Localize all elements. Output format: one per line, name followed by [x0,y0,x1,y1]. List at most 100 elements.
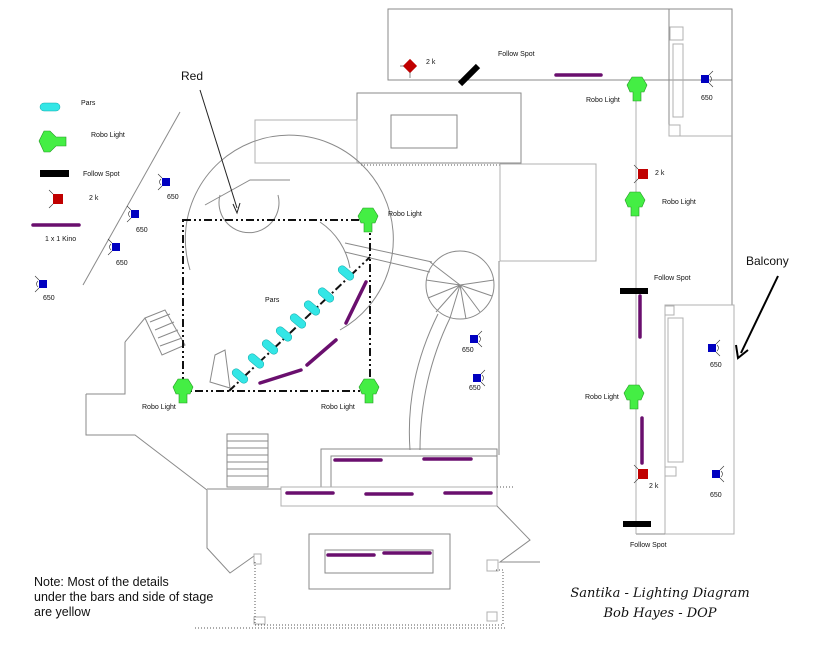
note-line: under the bars and side of stage [34,590,214,604]
650-label: 650 [462,347,474,354]
robo-light-label: Robo Light [388,211,422,218]
par-lights [231,265,355,384]
650-light-icon [472,369,486,387]
650-light-icon [469,330,483,348]
650-light-icon [157,173,171,191]
wall-line [86,342,126,395]
pillar [253,616,266,625]
650-light-icon [34,275,48,293]
front-stairs [226,433,269,488]
front-bar [320,448,498,488]
pillar [664,305,675,316]
2k-light-icon [633,164,648,184]
2k-light-icon [53,194,63,204]
par-can-icon [39,102,61,112]
robo-light-label: Robo Light [585,394,619,401]
robo-light-icon [624,191,646,217]
walkway [344,242,433,273]
fixture-labels: 650 650 650 650 650 650 650 650 650 2 k … [43,51,722,549]
wall-line [85,394,208,491]
follow-spots [457,63,651,527]
truss-square [182,219,371,392]
legend-label-robo: Robo Light [91,132,125,139]
wall-line [124,317,146,343]
650-label: 650 [469,385,481,392]
robo-lights [172,76,648,410]
pillar [668,124,681,137]
arrow-head-icon [735,344,749,360]
par-can-icon [261,339,279,355]
follow-spot-label: Follow Spot [654,275,691,282]
follow-spot-icon [40,170,69,177]
legend-label-2k: 2 k [89,195,99,202]
follow-spot-label: Follow Spot [630,542,667,549]
robo-light-icon [623,384,645,410]
2k-light-icon [633,464,648,484]
legend-label-follow-spot: Follow Spot [83,171,120,178]
2k-lights [400,58,648,484]
650-label: 650 [710,362,722,369]
balcony-wall [664,304,735,535]
pillar [253,553,262,565]
par-can-icon [317,287,335,303]
par-can-icon [289,313,307,329]
side-room [254,119,358,164]
650-lights [34,70,725,483]
2k-light-icon [402,58,418,74]
kino-light [344,280,368,325]
left-stairs [144,309,186,356]
truss [182,219,371,392]
650-label: 650 [701,95,713,102]
spiral-treads [425,261,495,320]
robo-light-icon [626,76,648,102]
note-line: are yellow [34,605,91,619]
stage-lip [280,486,498,507]
pillar [664,466,677,477]
balcony-annotation: Balcony [746,254,789,268]
legend-label-pars: Pars [81,100,96,107]
650-light-icon [707,339,721,357]
650-label: 650 [116,260,128,267]
par-can-icon [275,326,293,342]
par-can-icon [337,265,355,281]
bar-block [356,92,522,164]
side-room [499,163,597,262]
650-light-icon [107,238,121,256]
truss-diagonal [228,256,371,392]
ramp [209,349,231,389]
robo-light-icon [358,378,380,404]
red-annotation: Red [181,69,203,83]
robo-light-icon [38,130,67,153]
stair-treads [149,313,183,347]
pillar [669,26,684,41]
stair-treads [227,440,268,477]
annotations: Red Balcony [181,69,789,360]
bar-counter [390,114,458,149]
note-text: Note: Most of the details under the bars… [34,575,254,620]
kino-light [258,368,303,385]
balcony-rail [667,317,684,463]
par-can-icon [247,353,265,369]
kino-light [305,338,338,367]
dj-booth [218,194,280,234]
wall-line [496,505,540,563]
stage-platform [308,533,451,590]
circular-floor [184,134,394,331]
650-light-icon [711,465,725,483]
robo-light-label: Robo Light [662,199,696,206]
650-label: 650 [710,492,722,499]
balcony-rail [672,43,684,118]
legend-label-kino: 1 x 1 Kino [45,236,76,243]
2k-label: 2 k [426,59,436,66]
red-arrow [199,89,238,209]
pars-center-label: Pars [265,297,280,304]
2k-label: 2 k [649,483,659,490]
650-label: 650 [167,194,179,201]
follow-spot-label: Follow Spot [498,51,535,58]
kino-lights [258,73,644,557]
balcony-arrow [740,275,779,354]
robo-light-label: Robo Light [142,404,176,411]
author-credit: Bob Hayes - DOP [603,606,717,621]
par-can-icon [303,300,321,316]
